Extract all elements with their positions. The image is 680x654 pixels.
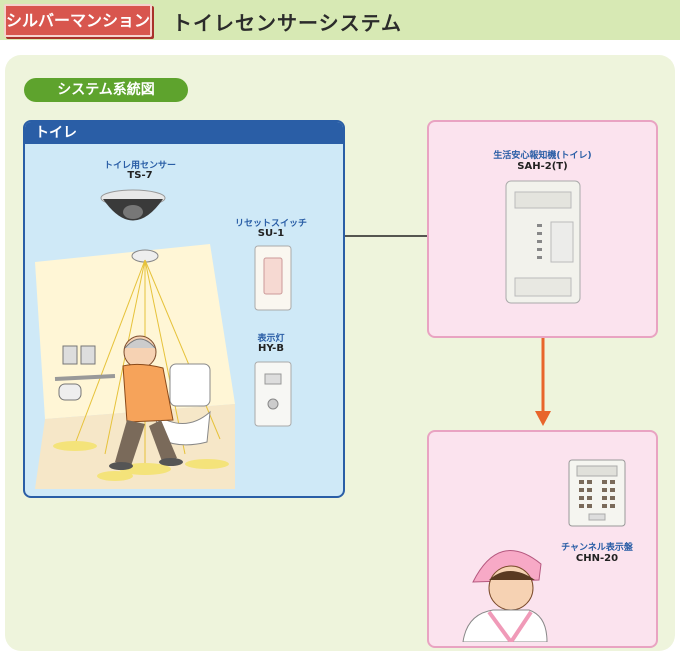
channel-panel-box: チャンネル表示盤 CHN-20 xyxy=(427,430,658,648)
reset-switch-label: リセットスイッチ xyxy=(234,219,307,229)
alarm-unit-box: 生活安心報知機(トイレ) SAH-2(T) xyxy=(427,120,658,338)
toilet-scene-illustration xyxy=(35,244,235,489)
arrow-head xyxy=(535,411,551,426)
nurse-illustration xyxy=(462,550,548,642)
indicator-lamp-model: HY-B xyxy=(258,343,284,354)
channel-panel-image xyxy=(568,459,626,527)
section-label: システム系統図 xyxy=(24,78,188,102)
indicator-lamp-image xyxy=(254,361,292,427)
indicator-lamp-label: 表示灯 xyxy=(257,334,285,344)
channel-panel-model: CHN-20 xyxy=(575,553,619,564)
series-badge: シルバーマンション xyxy=(4,4,152,37)
dome-sensor-image xyxy=(100,189,166,221)
reset-switch-model: SU-1 xyxy=(257,228,285,239)
alarm-unit-image xyxy=(505,180,581,304)
sensor-label: トイレ用センサー xyxy=(103,161,176,171)
toilet-box-title: トイレ xyxy=(25,122,343,144)
reset-switch-image xyxy=(254,245,292,311)
alarm-unit-model: SAH-2(T) xyxy=(517,161,568,172)
page-title: トイレセンサーシステム xyxy=(172,11,402,35)
sensor-model: TS-7 xyxy=(127,170,153,181)
channel-panel-label: チャンネル表示盤 xyxy=(561,543,633,553)
toilet-box: トイレ トイレ用センサー TS-7 xyxy=(23,120,345,498)
alarm-unit-label: 生活安心報知機(トイレ) xyxy=(493,151,592,161)
